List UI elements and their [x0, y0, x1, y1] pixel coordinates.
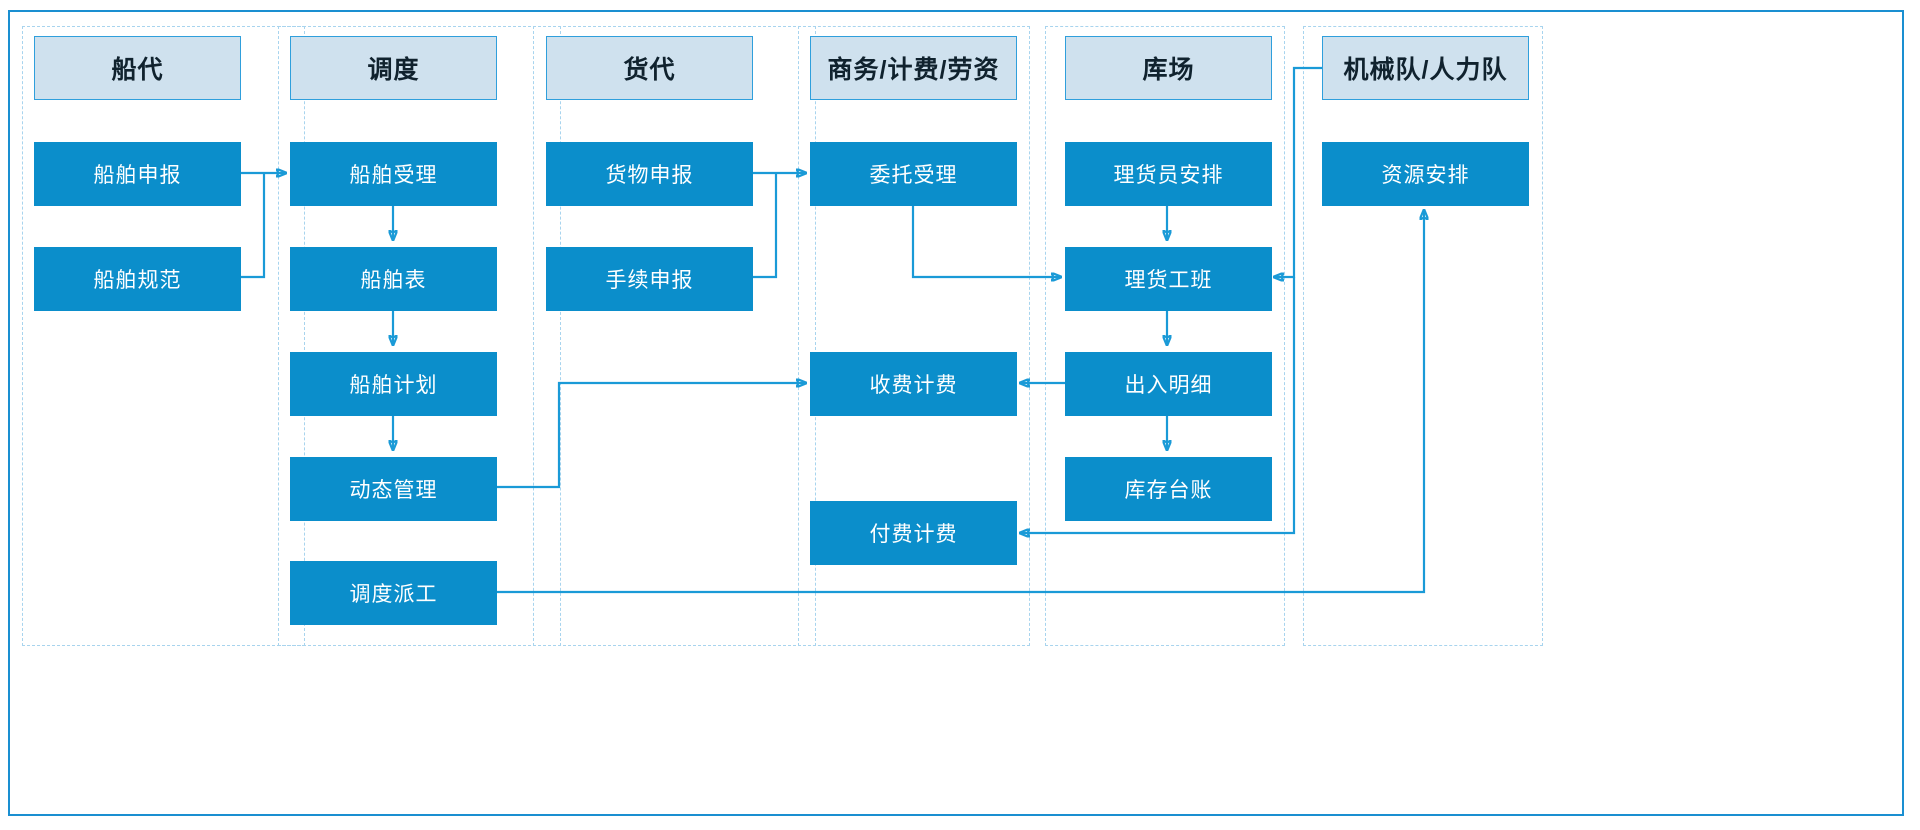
lane-chuandai [22, 26, 305, 646]
node-shoufei-jifei[interactable]: 收费计费 [810, 352, 1017, 416]
lane-huodai [533, 26, 816, 646]
lane-header-shangwu: 商务/计费/劳资 [810, 36, 1017, 100]
lane-header-diaodu: 调度 [290, 36, 497, 100]
node-kucun-taizhang[interactable]: 库存台账 [1065, 457, 1272, 521]
node-huowu-shenbao[interactable]: 货物申报 [546, 142, 753, 206]
node-chuanbo-shenbao[interactable]: 船舶申报 [34, 142, 241, 206]
node-weituo-shouli[interactable]: 委托受理 [810, 142, 1017, 206]
node-lihuoyuan-anpai[interactable]: 理货员安排 [1065, 142, 1272, 206]
node-ziyuan-anpai[interactable]: 资源安排 [1322, 142, 1529, 206]
lane-header-jixiedui: 机械队/人力队 [1322, 36, 1529, 100]
lane-diaodu [278, 26, 561, 646]
node-lihuo-gongban[interactable]: 理货工班 [1065, 247, 1272, 311]
node-diaodu-paigong[interactable]: 调度派工 [290, 561, 497, 625]
lane-header-chuandai: 船代 [34, 36, 241, 100]
node-chuanbo-shouli[interactable]: 船舶受理 [290, 142, 497, 206]
node-chuanbo-guifan[interactable]: 船舶规范 [34, 247, 241, 311]
node-fufei-jifei[interactable]: 付费计费 [810, 501, 1017, 565]
node-chuanbo-jihua[interactable]: 船舶计划 [290, 352, 497, 416]
lane-header-kuchang: 库场 [1065, 36, 1272, 100]
lane-kuchang [1045, 26, 1285, 646]
node-churu-mingxi[interactable]: 出入明细 [1065, 352, 1272, 416]
node-chuanbo-biao[interactable]: 船舶表 [290, 247, 497, 311]
node-shouxu-shenbao[interactable]: 手续申报 [546, 247, 753, 311]
lane-header-huodai: 货代 [546, 36, 753, 100]
node-dongtai-guanli[interactable]: 动态管理 [290, 457, 497, 521]
lane-jixiedui [1303, 26, 1543, 646]
